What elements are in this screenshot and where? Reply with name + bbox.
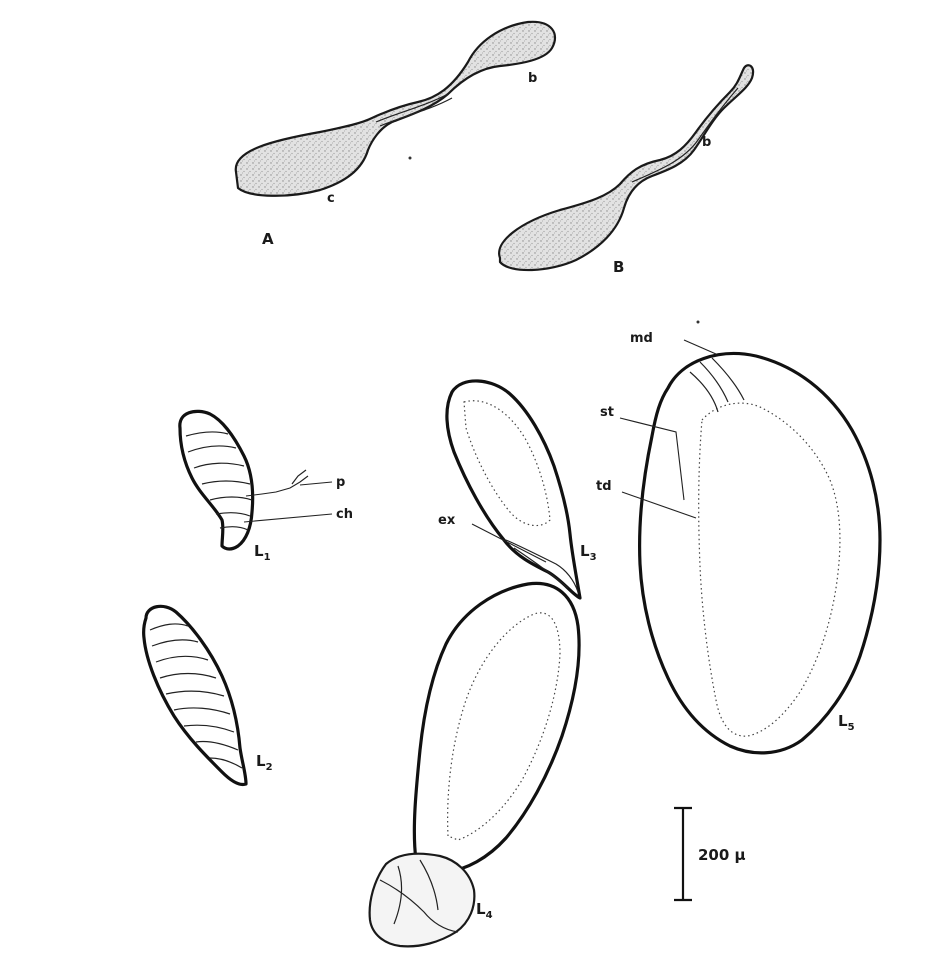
- larva-l2: [144, 606, 246, 784]
- panel-label-b: B: [613, 258, 624, 276]
- label-b-a: b: [528, 71, 537, 86]
- larva-l1: [180, 411, 332, 549]
- label-td: td: [596, 479, 612, 494]
- stage-l1-sub: 1: [264, 552, 271, 563]
- stage-l4-sub: 4: [486, 910, 493, 921]
- label-p: p: [336, 475, 345, 490]
- scale-bar: [674, 808, 692, 900]
- label-ex: ex: [438, 513, 456, 528]
- larva-l4: [370, 583, 579, 946]
- stage-l1-main: L: [254, 542, 264, 560]
- speck: [697, 321, 700, 324]
- speck: [409, 157, 412, 160]
- stage-l2-main: L: [256, 752, 266, 770]
- larva-l5: [620, 340, 880, 753]
- label-st: st: [600, 405, 614, 420]
- stage-l2-sub: 2: [266, 762, 273, 773]
- panel-b-drawing: [499, 65, 753, 270]
- stage-label-l1: L1: [254, 542, 271, 563]
- label-md: md: [630, 331, 653, 346]
- panel-a-drawing: [236, 22, 555, 196]
- stage-label-l5: L5: [838, 712, 855, 733]
- stage-l3-main: L: [580, 542, 590, 560]
- stage-l4-main: L: [476, 900, 486, 918]
- stage-l5-main: L: [838, 712, 848, 730]
- stage-label-l3: L3: [580, 542, 597, 563]
- scale-bar-label: 200 μ: [698, 846, 746, 864]
- stage-label-l2: L2: [256, 752, 273, 773]
- larva-l3: [447, 381, 580, 598]
- stage-label-l4: L4: [476, 900, 493, 921]
- label-b-b: b: [702, 135, 711, 150]
- panel-label-a: A: [262, 230, 274, 248]
- label-c-a: c: [327, 191, 335, 206]
- label-ch: ch: [336, 507, 353, 522]
- stage-l3-sub: 3: [590, 552, 597, 563]
- stage-l5-sub: 5: [848, 722, 855, 733]
